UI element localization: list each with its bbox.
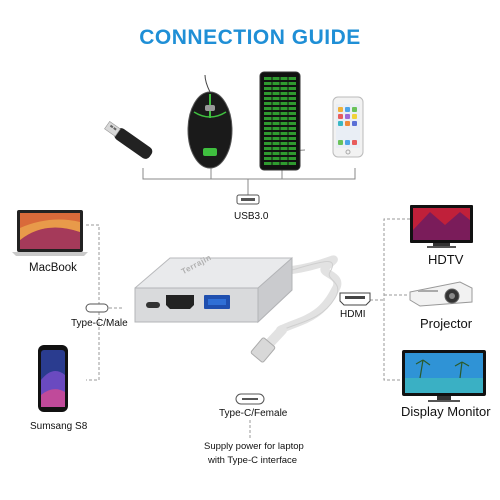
hdmi-port-icon [339, 292, 371, 306]
monitor-label: Display Monitor [401, 404, 491, 419]
samsung-label: Sumsang S8 [30, 421, 88, 432]
connector-lines [142, 149, 356, 196]
tv-icon [410, 205, 473, 248]
hdtv-label: HDTV [428, 252, 464, 267]
keyboard-icon [259, 71, 301, 171]
dashed-lines [86, 218, 410, 440]
projector-icon [409, 281, 473, 307]
hub-adapter-icon [134, 255, 342, 363]
iphone-icon [332, 96, 364, 158]
type-c-female-label: Type-C/Female [219, 408, 288, 419]
type-c-female-icon [235, 393, 265, 405]
usb-label: USB3.0 [234, 211, 269, 222]
page-title: CONNECTION GUIDE [139, 26, 361, 49]
usb-stick-icon [104, 121, 153, 159]
power-note-line1: Supply power for laptop [204, 441, 304, 452]
samsung-phone-icon [38, 345, 68, 412]
macbook-label: MacBook [29, 262, 77, 274]
projector-label: Projector [420, 316, 473, 331]
usb-port-icon [236, 194, 260, 205]
power-note-line2: with Type-C interface [208, 455, 298, 466]
hdmi-label: HDMI [340, 309, 366, 320]
monitor-icon [402, 350, 486, 402]
gaming-mouse-icon [187, 74, 233, 169]
type-c-male-label: Type-C/Male [71, 318, 128, 329]
macbook-icon [12, 210, 88, 256]
type-c-male-icon [85, 303, 109, 313]
